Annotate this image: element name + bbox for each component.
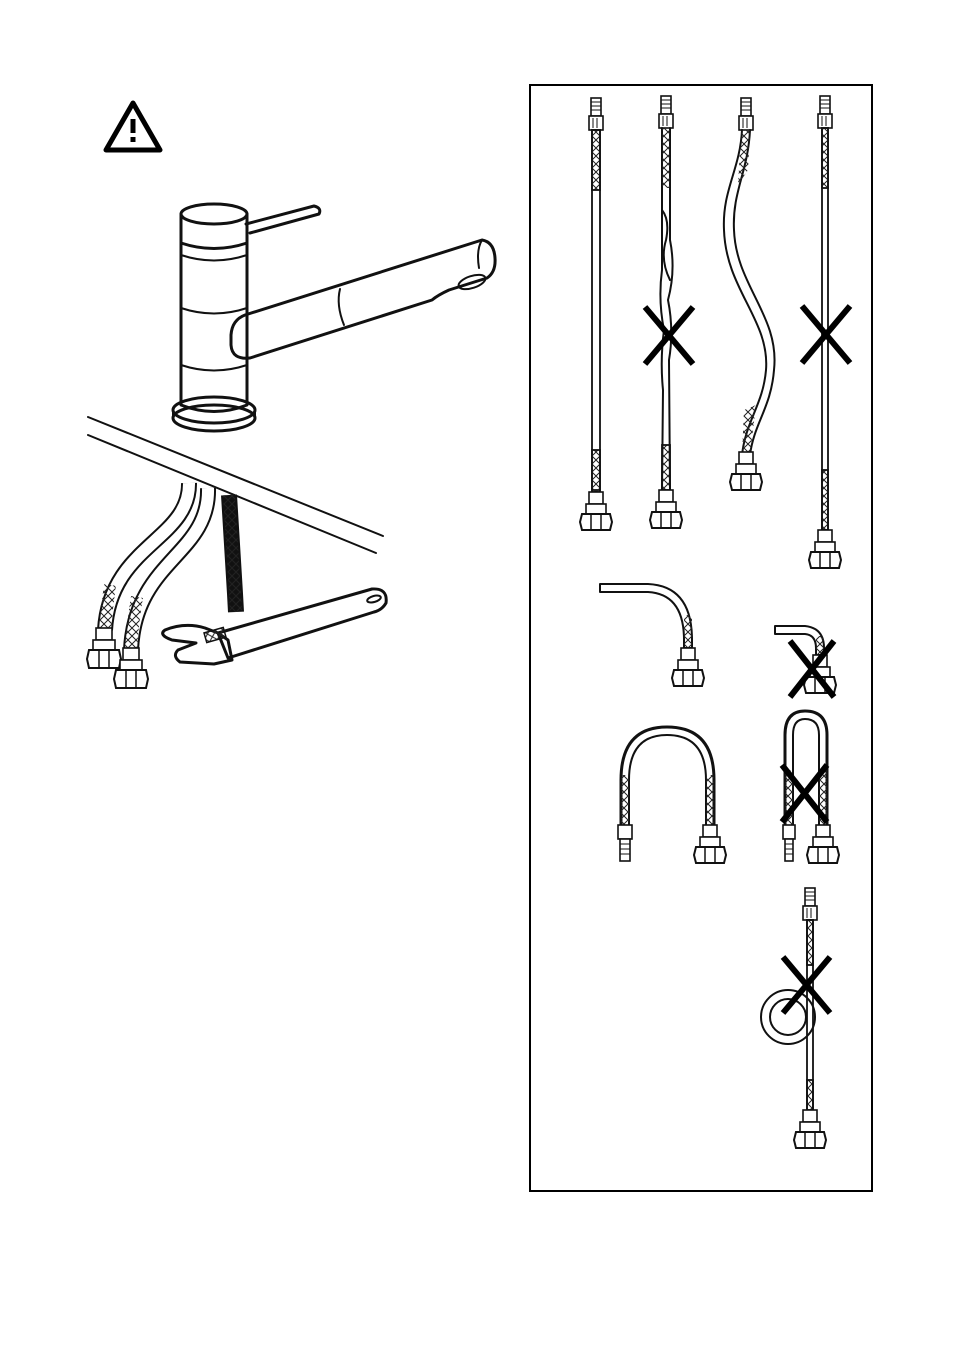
- hose-straight-correct: [580, 98, 612, 530]
- hose-wide-u-loop-correct: [618, 727, 726, 863]
- faucet-icon: [173, 204, 495, 431]
- supply-hose-icon: [114, 488, 208, 688]
- hose-narrow-u-loop-incorrect: [782, 711, 839, 863]
- pull-out-hose-icon: [229, 495, 236, 612]
- hose-twisted-incorrect: [645, 96, 693, 528]
- hose-overstretched-incorrect: [802, 96, 850, 568]
- adjustable-wrench-icon: [163, 589, 387, 664]
- hose-s-curve-correct: [724, 98, 775, 490]
- hose-tight-bend-incorrect: [775, 626, 836, 697]
- hose-coiled-loop-incorrect: [761, 888, 830, 1148]
- hose-wide-bend-correct: [600, 584, 704, 686]
- warning-triangle-icon: [106, 103, 160, 150]
